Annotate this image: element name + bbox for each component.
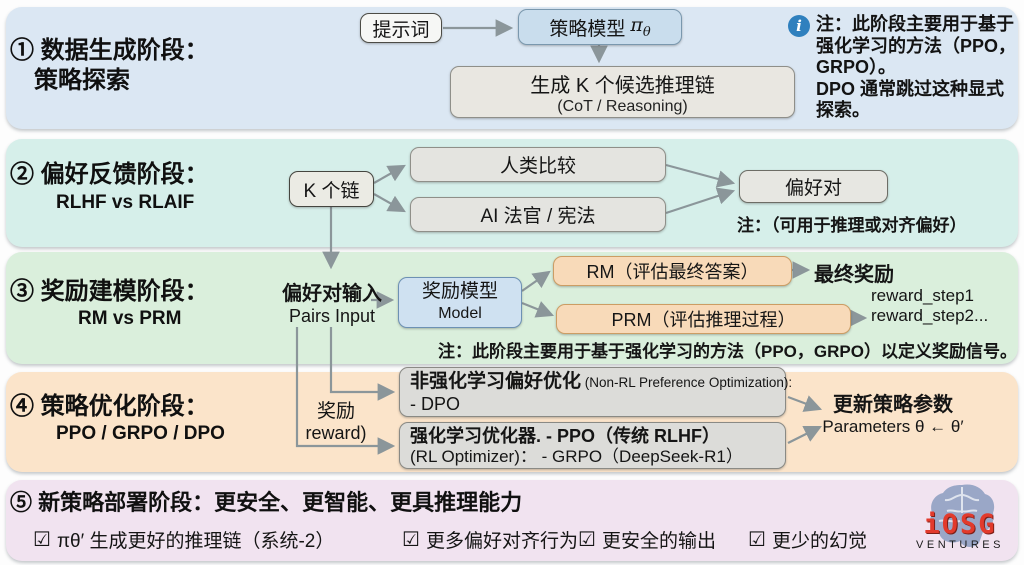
stage1-note: 注：此阶段主要用于基于 强化学习的方法（PPO， GRPO）。 DPO 通常跳过… [816, 14, 1017, 120]
rm-box: RM（评估最终答案） [553, 256, 792, 286]
reward-model-box: 奖励模型 Model [398, 277, 522, 328]
pi-theta-symbol: πθ [630, 14, 651, 40]
stage5-band [6, 480, 1018, 561]
stage2-note: 注：（可用于推理或对齐偏好） [737, 216, 967, 235]
prm-box: PRM（评估推理过程） [556, 304, 851, 334]
check-item-alignment: ☑ 更多偏好对齐行为 [402, 528, 578, 553]
reward-edge-label: 奖励 reward) [305, 401, 367, 443]
non-rl-optimization-box: 非强化学习偏好优化 (Non-RL Preference Optimizatio… [399, 367, 792, 417]
stage4-subtitle: PPO / GRPO / DPO [56, 423, 225, 444]
checkbox-icon: ☑ [402, 528, 420, 551]
preference-pairs-box: 偏好对 [739, 170, 888, 203]
stage4-title: ④ 策略优化阶段： [10, 393, 209, 420]
logo-wordmark: iOSG [923, 509, 997, 540]
logo-subtext: VENTURES [916, 539, 1004, 551]
human-comparison-box: 人类比较 [410, 147, 666, 182]
brain-icon [930, 484, 995, 547]
check-item-reasoning: ☑ πθ′ 生成更好的推理链（系统-2） [33, 528, 335, 553]
stage2-title: ② 偏好反馈阶段： [10, 161, 209, 188]
checkbox-icon: ☑ [33, 528, 51, 551]
stage3-title: ③ 奖励建模阶段： [10, 278, 209, 305]
check-item-hallucination: ☑ 更少的幻觉 [748, 528, 867, 553]
stage5-title: ⑤ 新策略部署阶段：更安全、更智能、更具推理能力 [10, 490, 523, 515]
iosg-ventures-logo: iOSG VENTURES [901, 481, 1019, 559]
update-parameters-label: 更新策略参数 Parameters θ ← θ′ [822, 394, 964, 436]
k-chains-box: K 个链 [289, 171, 374, 207]
ai-judge-box: AI 法官 / 宪法 [410, 197, 666, 232]
policy-model-box: 策略模型 πθ [518, 9, 682, 45]
check-item-safety: ☑ 更安全的输出 [578, 528, 716, 553]
stage1-subtitle: 策略探索 [34, 67, 130, 94]
checkbox-icon: ☑ [748, 528, 766, 551]
rl-optimizer-box: 强化学习优化器. - PPO（传统 RLHF） (RL Optimizer)： … [399, 422, 786, 469]
info-icon: i [788, 15, 810, 37]
final-reward-label: 最终奖励 [814, 264, 894, 286]
stage2-subtitle: RLHF vs RLAIF [56, 192, 195, 213]
reward-steps-label: reward_step1 reward_step2... [871, 286, 989, 325]
pairs-input-label: 偏好对输入 Pairs Input [282, 283, 382, 326]
stage3-note: 注：此阶段主要用于基于强化学习的方法（PPO，GRPO）以定义奖励信号。 [438, 342, 1017, 361]
checkbox-icon: ☑ [578, 528, 596, 551]
stage1-title: ① 数据生成阶段： [10, 37, 209, 64]
stage3-subtitle: RM vs PRM [78, 308, 182, 329]
prompt-box: 提示词 [360, 13, 442, 43]
generate-candidates-box: 生成 K 个候选推理链 (CoT / Reasoning) [450, 66, 795, 118]
